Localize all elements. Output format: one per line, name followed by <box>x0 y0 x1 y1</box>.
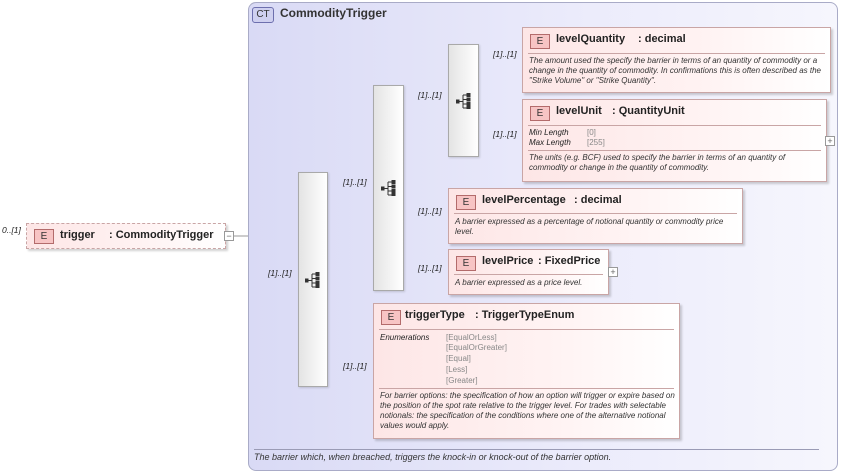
trigger-type-element[interactable]: E triggerType : TriggerTypeEnum Enumerat… <box>373 303 680 439</box>
element-separator <box>379 388 674 389</box>
element-badge: E <box>34 229 54 244</box>
element-badge: E <box>530 34 550 49</box>
enumerations-label: Enumerations <box>380 333 430 342</box>
complex-type-title: CommodityTrigger <box>280 6 387 20</box>
level-quantity-element[interactable]: E levelQuantity : decimal The amount use… <box>522 27 831 93</box>
level-sequence-compositor[interactable] <box>373 85 404 291</box>
element-badge: E <box>456 195 476 210</box>
max-length-value: [255] <box>587 138 605 147</box>
element-badge: E <box>530 106 550 121</box>
choice-group-cardinality: [1]..[1] <box>343 177 367 187</box>
enumeration-value: [Greater] <box>446 376 478 385</box>
element-name: trigger <box>60 229 95 241</box>
min-length-label: Min Length <box>529 128 569 137</box>
enumeration-value: [Equal] <box>446 354 471 363</box>
level-price-element[interactable]: E levelPrice : FixedPrice A barrier expr… <box>448 249 609 295</box>
complex-type-badge: CT <box>252 7 274 23</box>
complex-type-separator <box>254 449 819 450</box>
level-percentage-cardinality: [1]..[1] <box>418 206 442 216</box>
element-separator <box>379 329 674 330</box>
element-separator <box>528 150 821 151</box>
quantity-sequence-compositor[interactable] <box>448 44 479 157</box>
element-type: : QuantityUnit <box>612 105 685 117</box>
complex-type-documentation: The barrier which, when breached, trigge… <box>254 452 612 462</box>
sequence-icon <box>305 272 320 288</box>
collapse-toggle[interactable]: − <box>224 231 234 241</box>
sequence-icon <box>456 93 471 109</box>
enumeration-value: [Less] <box>446 365 468 374</box>
element-name: levelUnit <box>556 105 602 117</box>
element-name: levelPercentage <box>482 194 566 206</box>
inner-sequence-cardinality: [1]..[1] <box>418 90 442 100</box>
level-percentage-element[interactable]: E levelPercentage : decimal A barrier ex… <box>448 188 743 244</box>
expand-toggle[interactable]: + <box>608 267 618 277</box>
level-quantity-cardinality: [1]..[1] <box>493 49 517 59</box>
element-separator <box>454 274 603 275</box>
element-type: : TriggerTypeEnum <box>475 309 575 321</box>
element-documentation: The amount used the specify the barrier … <box>529 56 822 85</box>
element-documentation: A barrier expressed as a price level. <box>455 278 583 287</box>
element-type: : decimal <box>574 194 622 206</box>
element-type: : CommodityTrigger <box>109 229 214 241</box>
level-unit-cardinality: [1]..[1] <box>493 129 517 139</box>
sequence-icon <box>381 180 396 196</box>
element-documentation: For barrier options: the specification o… <box>380 391 675 430</box>
outer-sequence-compositor[interactable] <box>298 172 328 387</box>
element-separator <box>454 213 737 214</box>
max-length-label: Max Length <box>529 138 571 147</box>
min-length-value: [0] <box>587 128 596 137</box>
element-name: levelPrice <box>482 255 534 267</box>
element-type: : decimal <box>638 33 686 45</box>
element-name: levelQuantity <box>556 33 626 45</box>
element-badge: E <box>456 256 476 271</box>
level-unit-element[interactable]: E levelUnit : QuantityUnit Min Length [0… <box>522 99 827 182</box>
root-cardinality: 0..[1] <box>2 225 21 235</box>
element-separator <box>528 125 821 126</box>
element-badge: E <box>381 310 401 325</box>
element-documentation: The units (e.g. BCF) used to specify the… <box>529 153 786 172</box>
enumeration-value: [EqualOrGreater] <box>446 343 507 352</box>
trigger-element[interactable]: E trigger : CommodityTrigger <box>26 223 226 249</box>
level-price-cardinality: [1]..[1] <box>418 263 442 273</box>
element-separator <box>528 53 825 54</box>
outer-sequence-cardinality: [1]..[1] <box>268 268 292 278</box>
expand-toggle[interactable]: + <box>825 136 835 146</box>
enumeration-value: [EqualOrLess] <box>446 333 497 342</box>
element-name: triggerType <box>405 309 465 321</box>
trigger-type-cardinality: [1]..[1] <box>343 361 367 371</box>
element-type: : FixedPrice <box>538 255 601 267</box>
element-documentation: A barrier expressed as a percentage of n… <box>455 217 724 236</box>
